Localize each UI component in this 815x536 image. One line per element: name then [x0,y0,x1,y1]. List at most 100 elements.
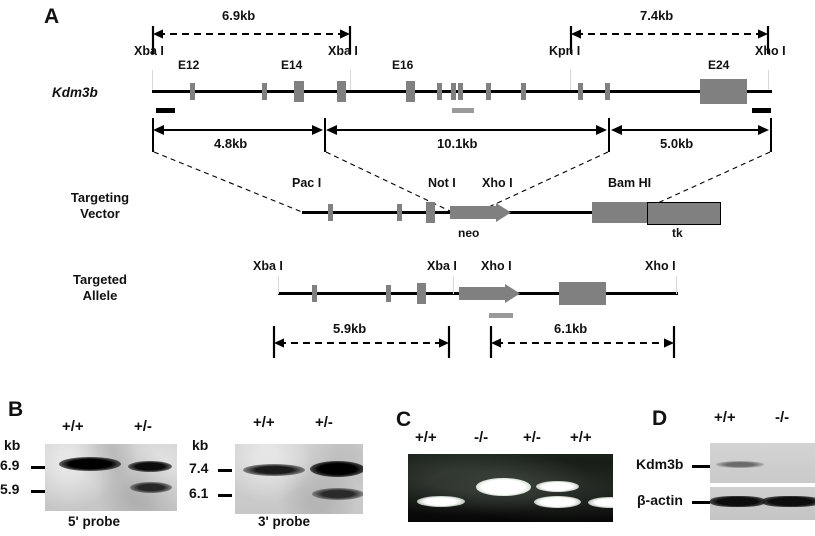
row-label-targeting-vector-line2: Vector [80,206,120,222]
homology-arm-box [592,202,648,223]
dimension-7-4kb: 7.4kb [569,8,770,54]
allele-guide-tick-left [278,276,279,294]
western-row-label-bactin: β-actin [637,492,683,508]
blot1-marker-5-9: 5.9 [0,481,20,497]
exon-box [294,81,304,102]
western-blot-kdm3b [710,443,815,483]
blot2-kb-header: kb [192,437,209,453]
exon-tick [262,83,267,100]
probe-internal-bar [452,108,474,113]
dimension-5-9kb-arrow [272,326,451,358]
blot2-band-het-6-1 [312,488,363,500]
allele-site-label-xhoi-right: Xho I [645,259,676,273]
exon-tick [190,83,195,100]
pcr-band-lane2-ko [476,478,531,496]
mid-dimension-row: 4.8kb 10.1kb 5.0kb [152,118,772,154]
exon-tick [458,83,463,100]
probe-internal-bar-allele [489,313,513,318]
allele-site-label-xhoi-left: Xho I [481,259,512,273]
panel-a-letter: A [44,5,60,28]
allele-site-label-xbai-right: Xba I [427,259,457,273]
probe-5prime-bar [156,108,175,113]
guide-tick-xhoi [768,70,769,92]
blot2-band-het-7-4 [310,461,363,477]
mid-tick [770,118,772,152]
dimension-6-9kb-label: 6.9kb [222,8,256,23]
exon-tick [578,83,583,100]
mid-tick [608,118,610,152]
exon-label-e24: E24 [708,58,730,72]
dimension-7-4kb-label: 7.4kb [640,8,674,23]
paneld-lane-label-ko: -/- [775,409,790,426]
blot1-caption: 5' probe [68,514,120,529]
exon-label-e14: E14 [281,58,303,72]
exon-box [417,283,426,304]
neo-cassette-arrow-allele [459,284,520,303]
blot1-band-het-6-9 [128,461,172,472]
blot1-kb-header: kb [4,437,21,453]
blot1-band-het-5-9 [130,482,172,493]
pcr-gel-image [408,454,613,522]
panelc-lane-label-2: -/- [474,429,489,446]
blot2-marker-7-4: 7.4 [189,460,209,476]
site-label-xhoi-vector: Xho I [482,176,513,190]
exon-tick [437,83,442,100]
dimension-6-1kb-label: 6.1kb [554,321,588,336]
bottom-dimension-5-9kb: 5.9kb [272,321,451,358]
dimension-5-9kb-label: 5.9kb [333,321,367,336]
exon-tick [386,285,391,302]
guide-tick-xbai-right [350,70,351,92]
western-blot-bactin [710,487,815,520]
western-band-bactin-wt [710,496,765,507]
blot2-caption: 3' probe [258,514,310,529]
row-label-targeting-vector-line1: Targeting [70,190,130,205]
neo-label: neo [458,226,480,240]
blot2-lane-label-het: +/- [315,414,333,431]
blot1-noise [45,444,177,511]
guide-tick-xbai-left [152,70,153,92]
exon-tick [486,83,491,100]
bottom-dimension-6-1kb: 6.1kb [489,321,676,358]
exon-label-e16: E16 [392,58,414,72]
blot1-lane-label-het: +/- [134,418,152,435]
row-label-targeted-allele: Targeted Allele [40,272,160,305]
dimension-6-9kb-arrow [151,26,352,54]
blot2-band-wt-7-4 [243,464,305,476]
exon-tick [451,83,456,100]
site-label-xbai-left: Xba I [134,44,164,58]
neo-cassette-arrow [450,203,511,222]
site-label-bamhi: Bam HI [608,176,652,190]
allele-guide-tick-mid [453,276,454,294]
dimension-4-8kb-label: 4.8kb [214,136,248,151]
blot1-marker-tick-5-9 [31,490,45,493]
blot1-lane-label-wt: +/+ [62,418,84,435]
exon-tick [328,204,333,221]
site-label-kpni: Kpn I [549,44,581,58]
exon-box-e24-allele [559,282,606,305]
southern-blot-5prime [45,444,177,511]
exon-box [426,202,435,223]
mid-tick [152,118,154,152]
blot2-marker-tick-6-1 [218,494,232,497]
panelc-lane-label-1: +/+ [415,429,437,446]
allele-site-label-xbai-left: Xba I [253,259,283,273]
targeting-vector-construct [302,200,722,230]
pcr-band-lane3-het-lower [534,496,581,508]
guide-tick-kpni [570,70,571,92]
blot2-noise [235,444,363,514]
paneld-lane-label-wt: +/+ [714,409,736,426]
dimension-6-1kb-arrow [489,326,676,358]
row-label-targeting-vector: Targeting Vector [40,190,160,223]
pcr-band-lane1-wt [417,496,465,507]
site-label-noti: Not I [428,176,456,190]
exon-box-e24 [700,79,747,104]
site-label-paci: Pac I [292,176,322,190]
dimension-7-4kb-arrow [569,26,770,54]
exon-label-e12: E12 [178,58,200,72]
panel-c-letter: C [396,408,412,431]
exon-tick [605,83,610,100]
blot1-band-wt-6-9 [59,457,121,471]
site-label-xhoi-top: Xho I [755,44,786,58]
probe-3prime-bar [752,108,771,113]
western-band-kdm3b-wt [716,461,764,468]
